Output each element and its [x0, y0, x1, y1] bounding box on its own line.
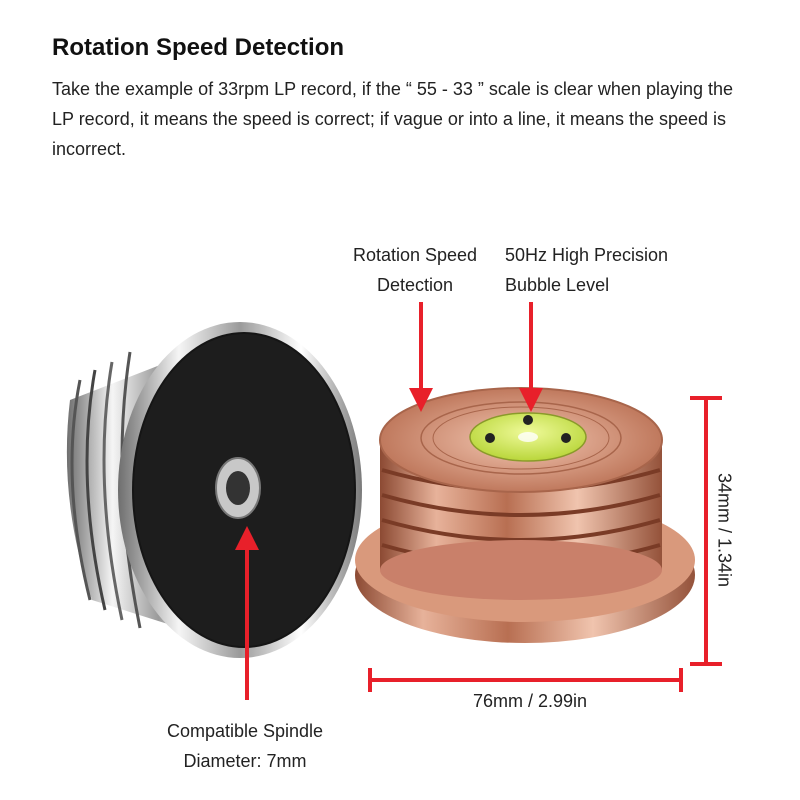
bubble-label-line1: 50Hz High Precision	[505, 245, 669, 265]
bubble-label-line2: Bubble Level	[505, 275, 610, 295]
speed-label-line1: Rotation Speed	[352, 245, 478, 265]
spindle-label-line1: Compatible Spindle	[166, 721, 324, 741]
speed-label-line2: Detection	[376, 275, 454, 295]
height-label: 34mm / 1.34in	[714, 472, 735, 588]
bubble-arrow	[519, 302, 543, 412]
speed-detection-label: Rotation Speed Detection	[340, 240, 490, 300]
spindle-label: Compatible Spindle Diameter: 7mm	[140, 716, 350, 776]
copper-stabilizer	[355, 387, 695, 643]
width-dimension	[368, 668, 683, 692]
spindle-arrow	[235, 526, 259, 700]
description-text: Take the example of 33rpm LP record, if …	[52, 79, 734, 159]
page-title: Rotation Speed Detection	[52, 34, 345, 61]
spindle-label-line2: Diameter: 7mm	[183, 751, 307, 771]
bubble-level-label: 50Hz High Precision Bubble Level	[505, 240, 695, 300]
chrome-stabilizer	[66, 322, 362, 658]
width-label: 76mm / 2.99in	[472, 691, 588, 711]
speed-arrow	[409, 302, 433, 412]
height-dimension	[690, 396, 722, 666]
